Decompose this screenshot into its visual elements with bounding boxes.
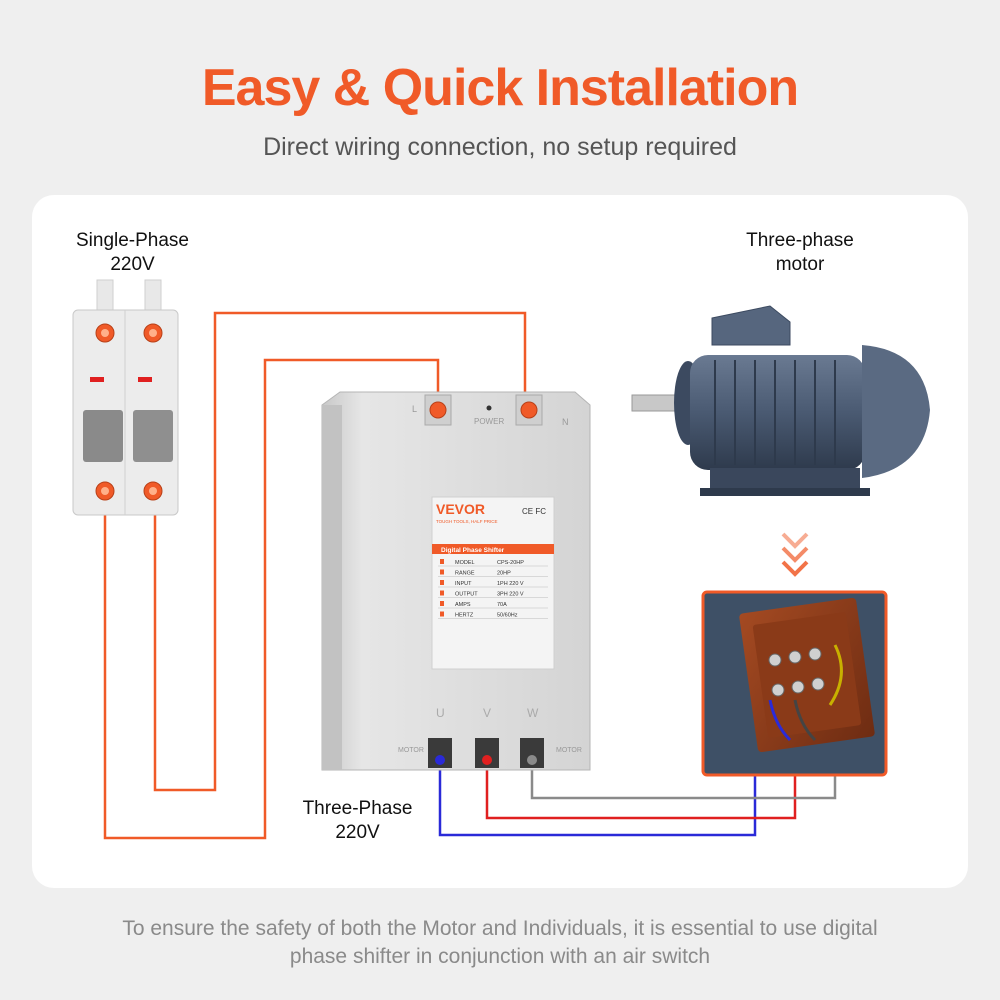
terminal-v [482, 755, 492, 765]
spec-value: 50/60Hz [497, 613, 518, 619]
input-wires [103, 311, 527, 840]
label-three-phase-output-line2: 220V [335, 822, 380, 843]
spec-key: MODEL [455, 560, 475, 566]
wire-input-outer [153, 311, 527, 792]
motor-label-left: MOTOR [398, 747, 424, 754]
page-subtitle: Direct wiring connection, no setup requi… [263, 133, 737, 161]
label-three-phase-output-line1: Three-Phase [302, 798, 413, 819]
label-single-phase: Single-Phase 220V [60, 229, 205, 277]
label-three-phase-motor: Three-phase motor [725, 229, 875, 277]
spec-row-marker [440, 590, 444, 596]
nameplate-product: Digital Phase Shifter [441, 547, 505, 554]
terminal-w-label: W [527, 706, 539, 720]
motor-label-right: MOTOR [556, 747, 582, 754]
spec-value: 1PH 220 V [497, 581, 524, 587]
label-single-phase-line1: Single-Phase [75, 230, 190, 251]
terminal-l [429, 401, 447, 419]
wire-input-inner [103, 358, 440, 840]
label-three-phase-output: Three-Phase 220V [290, 797, 425, 845]
label-three-phase-motor-line2: motor [775, 254, 825, 275]
spec-row-marker [440, 569, 444, 575]
nameplate [431, 496, 555, 670]
terminal-v-label: V [483, 706, 491, 720]
terminal-n-label: N [562, 417, 569, 427]
spec-row-marker [440, 559, 444, 564]
terminal-u-label: U [436, 706, 445, 720]
footer-note: To ensure the safety of both the Motor a… [80, 915, 920, 971]
motor-terminal-box-photo [701, 590, 888, 777]
motor-shaft [631, 394, 678, 412]
spec-row-marker [440, 580, 444, 585]
terminal-l-label: L [412, 404, 417, 414]
label-single-phase-line2: 220V [110, 254, 155, 275]
footer-line-2: phase shifter in conjunction with an air… [289, 945, 711, 968]
breaker-lever-left [83, 410, 123, 462]
circuit-breaker [72, 279, 179, 516]
spec-key: RANGE [455, 571, 475, 577]
spec-key: INPUT [455, 581, 472, 587]
power-led [486, 405, 492, 411]
terminal-n [520, 401, 538, 419]
spec-table: MODEL CPS-20HP RANGE 20HP INPUT 1PH 220 V OUTP… [438, 559, 548, 619]
terminal-w [527, 755, 537, 765]
nameplate-tagline: TOUGH TOOLS, HALF PRICE [436, 519, 498, 524]
spec-key: AMPS [455, 602, 471, 608]
nameplate-cert: CE FC [522, 507, 546, 516]
spec-value: 3PH 220 V [497, 592, 524, 598]
page-title: Easy & Quick Installation [201, 59, 799, 117]
spec-key: HERTZ [455, 613, 474, 619]
terminal-u [435, 755, 445, 765]
spec-value: CPS-20HP [497, 560, 524, 566]
label-three-phase-motor-line1: Three-phase [746, 230, 854, 251]
breaker-lever-right [133, 410, 173, 462]
footer-line-1: To ensure the safety of both the Motor a… [122, 917, 878, 940]
spec-value: 70A [497, 602, 507, 608]
down-arrows [781, 532, 809, 577]
power-label: POWER [474, 417, 504, 426]
spec-key: OUTPUT [455, 592, 478, 598]
phase-shifter-device: L N POWER VEVOR CE FC TOUGH TOOLS, HALF … [321, 391, 591, 771]
motor-illustration [631, 305, 930, 496]
terminal-box [711, 305, 791, 346]
nameplate-brand: VEVOR [436, 501, 485, 517]
spec-row-marker [440, 601, 444, 606]
spec-row-marker [440, 611, 444, 617]
spec-value: 20HP [497, 571, 511, 577]
